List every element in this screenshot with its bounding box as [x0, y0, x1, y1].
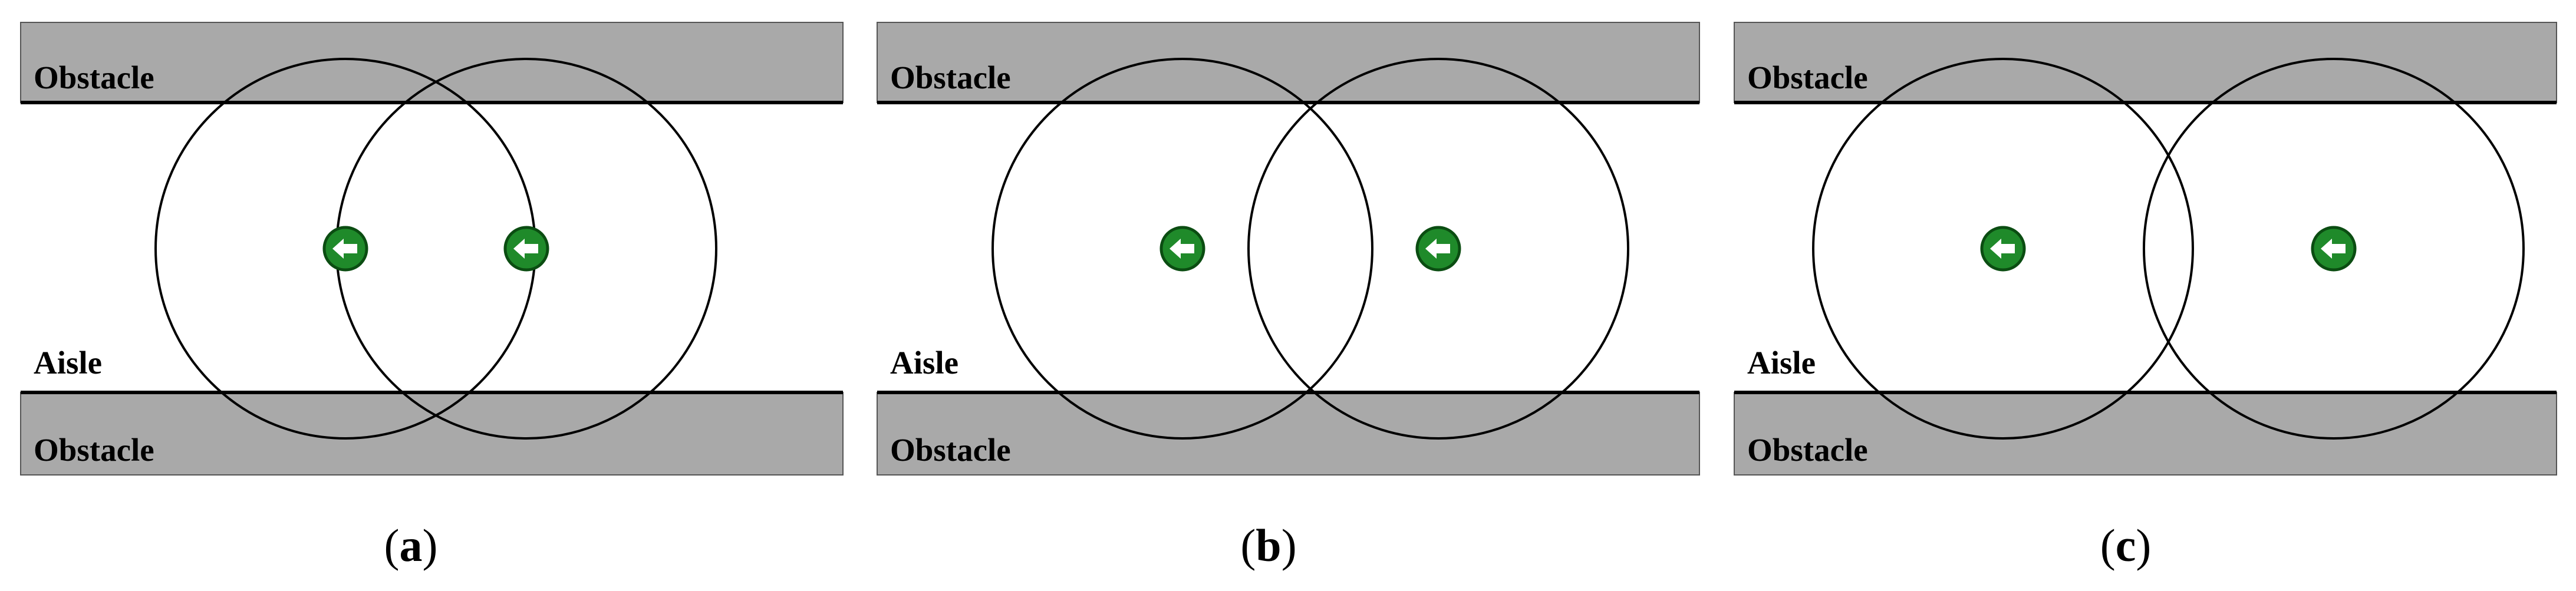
left-arrow-icon [1425, 239, 1450, 259]
robot-1 [322, 226, 368, 272]
sensing-range-circle-2 [1247, 58, 1629, 440]
robot-1 [1159, 226, 1205, 272]
bottom-obstacle-label: Obstacle [1747, 432, 1868, 468]
left-arrow-icon [1170, 239, 1194, 259]
left-arrow-icon [1990, 239, 2015, 259]
bottom-obstacle [1734, 392, 2557, 476]
top-obstacle-label: Obstacle [890, 60, 1011, 95]
top-obstacle [20, 22, 844, 103]
sensing-range-circle-1 [991, 58, 1373, 440]
bottom-obstacle-label: Obstacle [890, 432, 1011, 468]
sensing-range-circle-1 [1812, 58, 2194, 440]
left-arrow-icon [2321, 239, 2346, 259]
aisle-label: Aisle [890, 345, 958, 381]
robot-1 [1980, 226, 2026, 272]
panel-c: Obstacle Aisle Obstacle (c) [1734, 22, 2557, 571]
panel-caption-a: (a) [384, 520, 438, 571]
robot-2 [2311, 226, 2357, 272]
aisle-label: Aisle [34, 345, 102, 381]
left-arrow-icon [513, 239, 538, 259]
panel-a: Obstacle Aisle Obstacle (a) [20, 22, 844, 571]
panel-b: Obstacle Aisle Obstacle (b) [877, 22, 1700, 571]
sensing-range-circle-2 [2143, 58, 2525, 440]
bottom-obstacle [20, 392, 844, 476]
panel-caption-b: (b) [1240, 520, 1296, 571]
robot-2 [1415, 226, 1461, 272]
panel-caption-c: (c) [2100, 520, 2152, 571]
top-obstacle-label: Obstacle [1747, 60, 1868, 95]
robot-2 [503, 226, 549, 272]
left-arrow-icon [332, 239, 357, 259]
top-obstacle [877, 22, 1700, 103]
aisle-label: Aisle [1747, 345, 1816, 381]
top-obstacle-label: Obstacle [34, 60, 154, 95]
bottom-obstacle-label: Obstacle [34, 432, 154, 468]
